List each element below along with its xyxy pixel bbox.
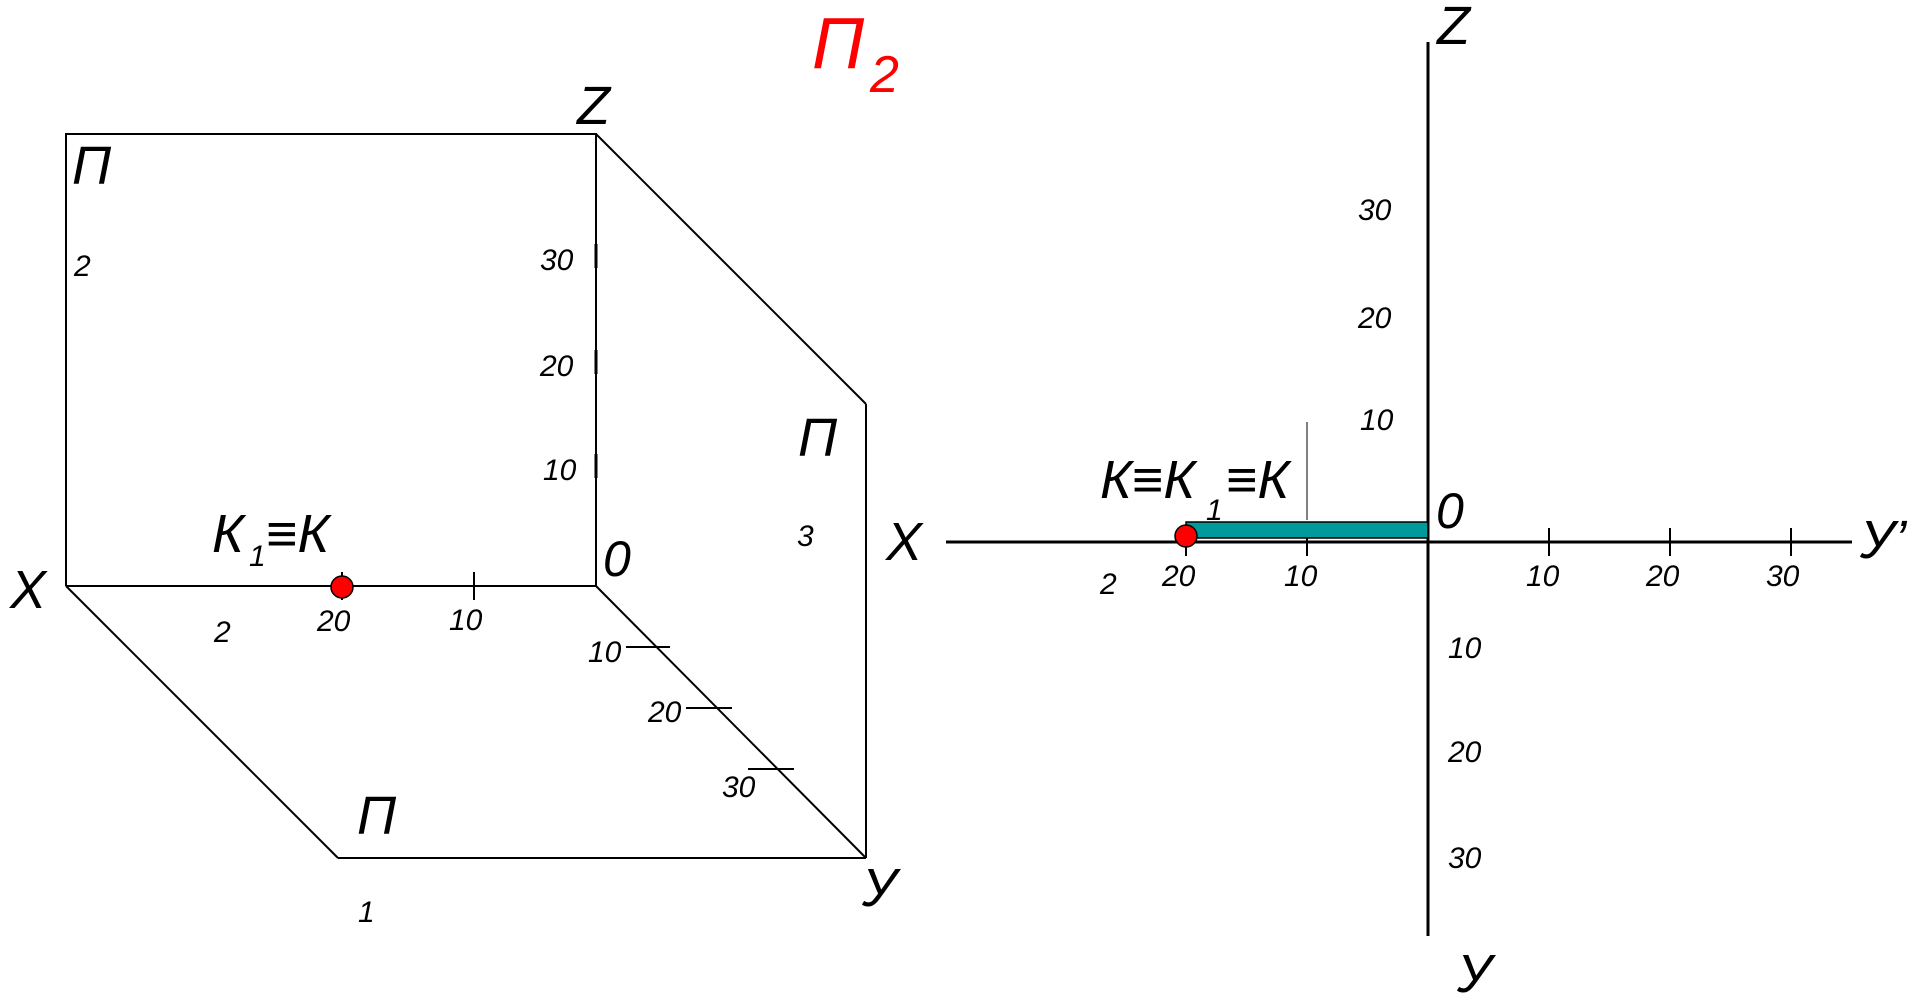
iso-z-tick-label-10: 10 <box>543 454 577 487</box>
ortho-y1-tick-label-20: 20 <box>1645 560 1680 593</box>
iso-y-axis <box>595 585 867 859</box>
ortho-z-tick-label-10: 10 <box>1360 404 1394 437</box>
ortho-x-label: X <box>884 512 924 572</box>
ortho-point-label-a: К≡К <box>1100 450 1198 510</box>
plane-v-label: П <box>72 136 112 196</box>
ortho-point-k <box>1174 524 1198 548</box>
title: П 2 <box>812 4 899 104</box>
ortho-z-label: Z <box>1435 0 1472 56</box>
iso-point-label-k: К <box>212 504 247 564</box>
ortho-y1-tick-label-30: 30 <box>1766 560 1800 593</box>
iso-y-tick-label-30: 30 <box>722 771 756 804</box>
profile-plane-top-edge <box>595 133 867 405</box>
iso-origin-label: 0 <box>603 531 631 587</box>
plane-v-subscript: 2 <box>73 250 91 283</box>
title-text: П <box>812 4 865 84</box>
horizontal-plane-left-edge <box>65 585 339 859</box>
ortho-x-subscript: 2 <box>1099 568 1117 601</box>
plane-w-label: П <box>798 408 838 468</box>
iso-z-label: Z <box>575 76 612 136</box>
iso-point-label-sub: 1 <box>249 540 266 573</box>
iso-y-tick-label-20: 20 <box>647 696 682 729</box>
ortho-z-tick-label-20: 20 <box>1357 302 1392 335</box>
iso-x-tick-label-20: 20 <box>316 605 351 638</box>
iso-y-label: У <box>861 858 901 918</box>
plane-h-subscript: 1 <box>358 896 375 929</box>
ortho-y1-label: У’ <box>1859 510 1908 570</box>
ortho-x-tick-label-10: 10 <box>1284 560 1318 593</box>
isometric-view: Z X У 0 П 2 П 3 П 1 30 20 10 20 10 2 10 … <box>8 76 901 929</box>
plane-h-label: П <box>357 786 397 846</box>
ortho-origin-label: 0 <box>1436 483 1464 539</box>
iso-x-tick-label-10: 10 <box>449 604 483 637</box>
iso-z-tick-label-30: 30 <box>540 244 574 277</box>
ortho-y2-label: У <box>1456 944 1496 1004</box>
iso-x-label: X <box>8 560 48 620</box>
iso-x-subscript: 2 <box>213 616 231 649</box>
iso-point-label-rest: ≡К <box>266 504 333 564</box>
plane-w-subscript: 3 <box>797 520 814 553</box>
ortho-y2-tick-label-30: 30 <box>1448 842 1482 875</box>
title-subscript: 2 <box>869 46 899 104</box>
ortho-point-label-sub: 1 <box>1206 494 1223 527</box>
ortho-z-tick-label-30: 30 <box>1358 194 1392 227</box>
orthographic-view: Z X У’ У 0 30 20 10 20 10 2 10 20 30 10 … <box>884 0 1908 1004</box>
ortho-y1-tick-label-10: 10 <box>1526 560 1560 593</box>
iso-y-tick-label-10: 10 <box>588 636 622 669</box>
ortho-y2-tick-label-20: 20 <box>1447 736 1482 769</box>
iso-point-k <box>330 575 354 599</box>
ortho-x-tick-label-20: 20 <box>1161 560 1196 593</box>
ortho-y2-tick-label-10: 10 <box>1448 632 1482 665</box>
ortho-point-label-b: ≡К <box>1226 450 1293 510</box>
iso-z-tick-label-20: 20 <box>539 350 574 383</box>
frontal-plane-frame <box>65 133 597 586</box>
